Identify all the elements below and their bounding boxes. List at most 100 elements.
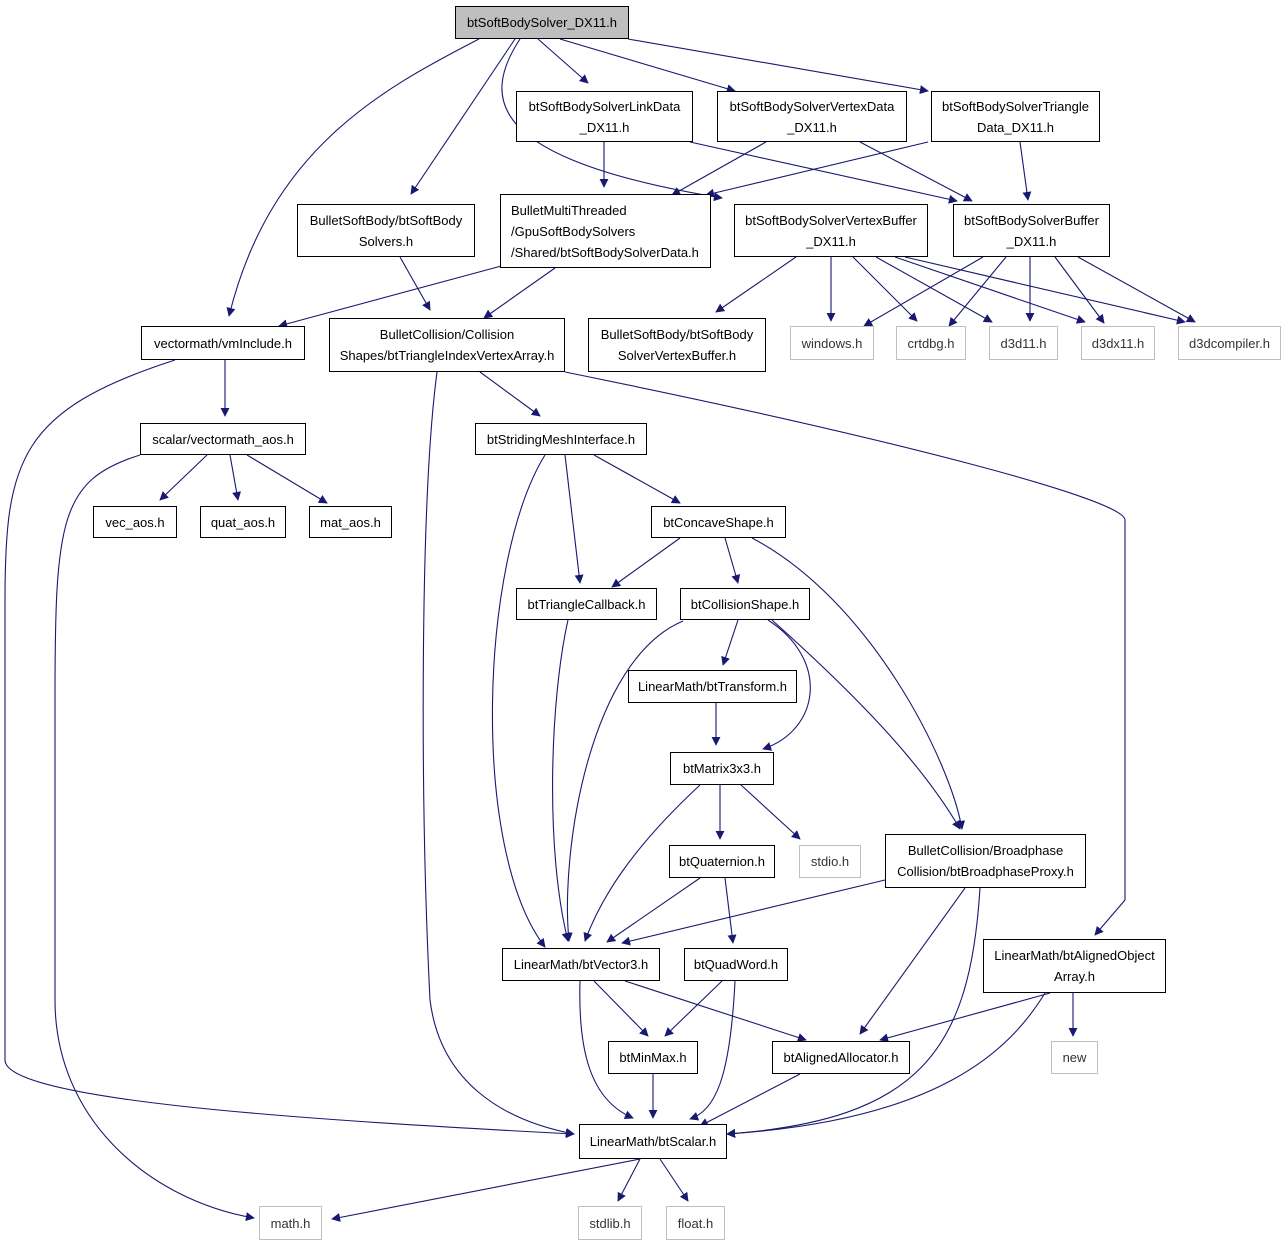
dependency-edge — [564, 371, 1126, 936]
dependency-edge — [552, 619, 571, 942]
node-vec-aos[interactable]: vec_aos.h — [93, 506, 177, 538]
node-stdlib[interactable]: stdlib.h — [578, 1206, 642, 1240]
node-d3d11[interactable]: d3d11.h — [989, 326, 1058, 360]
node-label: LinearMath/btVector3.h — [513, 957, 649, 972]
node-label: scalar/vectormath_aos.h — [152, 431, 294, 447]
node-label: btCollisionShape.h — [690, 596, 800, 612]
node-vertexbuffer[interactable]: btSoftBodySolverVertexBuffer_DX11.h — [734, 204, 928, 257]
node-concave[interactable]: btConcaveShape.h — [651, 506, 786, 538]
node-solverbuffer[interactable]: btSoftBodySolverBuffer_DX11.h — [953, 204, 1110, 257]
node-label: btSoftBodySolver_DX11.h — [466, 15, 618, 30]
node-stdio[interactable]: stdio.h — [799, 845, 861, 878]
dependency-edge — [762, 619, 811, 751]
node-quaternion[interactable]: btQuaternion.h — [669, 845, 775, 878]
node-linkdata[interactable]: btSoftBodySolverLinkData _DX11.h — [516, 91, 693, 142]
dependency-edge — [689, 980, 736, 1121]
dependency-edge — [859, 887, 966, 1035]
node-label: BulletMultiThreaded — [511, 202, 627, 218]
node-allocator[interactable]: btAlignedAllocator.h — [772, 1041, 910, 1074]
node-label: btSoftBodySolverLinkData — [528, 98, 681, 114]
node-label: btSoftBodySolverTriangle — [942, 98, 1089, 114]
dependency-edge — [537, 38, 589, 84]
node-quadword[interactable]: btQuadWord.h — [684, 948, 788, 981]
dependency-edge — [1019, 141, 1032, 201]
node-label: d3dcompiler.h — [1189, 335, 1270, 351]
node-minmax[interactable]: btMinMax.h — [608, 1041, 698, 1074]
node-new[interactable]: new — [1051, 1041, 1098, 1074]
dependency-edge — [563, 620, 684, 942]
dependency-edge — [724, 537, 741, 584]
node-label: btAlignedAllocator.h — [783, 1050, 899, 1065]
node-crtdbg[interactable]: crtdbg.h — [896, 326, 966, 360]
node-collisionshape[interactable]: btCollisionShape.h — [680, 588, 810, 620]
dependency-edge — [246, 454, 328, 504]
node-label: BulletSoftBody/btSoftBody — [600, 327, 754, 342]
node-vertexdata[interactable]: btSoftBodySolverVertexData_DX11.h — [717, 91, 907, 142]
node-math[interactable]: math.h — [259, 1206, 322, 1240]
node-scalar[interactable]: LinearMath/btScalar.h — [579, 1124, 727, 1159]
node-label: quat_aos.h — [210, 514, 276, 530]
dependency-edge — [659, 1158, 689, 1202]
dependency-edge — [726, 887, 981, 1138]
node-solverdata[interactable]: BulletMultiThreaded/GpuSoftBodySolvers/S… — [500, 194, 711, 268]
node-d3dcompiler[interactable]: d3dcompiler.h — [1178, 326, 1281, 360]
node-float[interactable]: float.h — [666, 1206, 725, 1240]
dependency-edge — [726, 992, 1046, 1138]
dependency-edge — [159, 454, 208, 501]
dependency-edge — [671, 141, 767, 196]
node-label: /Shared/btSoftBodySolverData.h — [511, 244, 699, 260]
node-label: btTriangleCallback.h — [527, 596, 646, 612]
node-d3dx11[interactable]: d3dx11.h — [1081, 326, 1155, 360]
node-vectormath-aos[interactable]: scalar/vectormath_aos.h — [140, 423, 306, 455]
dependency-edge — [229, 454, 242, 501]
dependency-edge — [583, 784, 701, 942]
node-label: btSoftBodySolverVertexData — [729, 98, 895, 114]
dependency-edge — [422, 371, 575, 1137]
dependency-edge — [699, 1073, 801, 1127]
node-label: d3d11.h — [1000, 335, 1047, 351]
dependency-edge — [852, 256, 918, 322]
dependency-edge — [593, 980, 649, 1037]
dependency-edge — [627, 38, 929, 95]
node-striding[interactable]: btStridingMeshInterface.h — [475, 423, 647, 455]
dependency-edge — [611, 537, 681, 588]
node-label: BulletCollision/Collision — [379, 327, 515, 342]
node-vector3[interactable]: LinearMath/btVector3.h — [502, 948, 660, 981]
node-label: stdlib.h — [589, 1215, 631, 1231]
node-mat-aos[interactable]: mat_aos.h — [309, 506, 392, 538]
node-matrix[interactable]: btMatrix3x3.h — [670, 752, 774, 785]
dependency-edge — [483, 267, 556, 319]
node-label: btMinMax.h — [619, 1050, 687, 1065]
node-label: vectormath/vmInclude.h — [153, 335, 292, 351]
dependency-edge — [564, 454, 584, 584]
dependency-edge — [715, 256, 797, 313]
dependency-edge — [606, 877, 701, 943]
node-quat-aos[interactable]: quat_aos.h — [200, 506, 286, 538]
dependency-edge — [721, 619, 739, 666]
dependency-edge — [559, 38, 736, 94]
node-transform[interactable]: LinearMath/btTransform.h — [628, 670, 797, 703]
node-tricallback[interactable]: btTriangleCallback.h — [516, 588, 657, 620]
node-label: btStridingMeshInterface.h — [486, 431, 636, 447]
node-vminclude[interactable]: vectormath/vmInclude.h — [141, 326, 305, 360]
node-root[interactable]: btSoftBodySolver_DX11.h — [455, 6, 629, 39]
node-label: LinearMath/btTransform.h — [637, 679, 788, 694]
node-label: new — [1062, 1050, 1087, 1065]
dependency-edge — [904, 256, 1186, 325]
dependency-edge — [621, 879, 886, 946]
node-label: BulletCollision/Broadphase — [907, 843, 1064, 858]
dependency-edge — [278, 264, 506, 329]
dependency-edge — [771, 619, 961, 830]
dependency-edge — [593, 454, 681, 504]
node-label: _DX11.h — [579, 119, 630, 135]
dependency-edge — [894, 256, 1086, 324]
dependency-edge — [705, 141, 929, 198]
node-windows[interactable]: windows.h — [790, 326, 874, 360]
